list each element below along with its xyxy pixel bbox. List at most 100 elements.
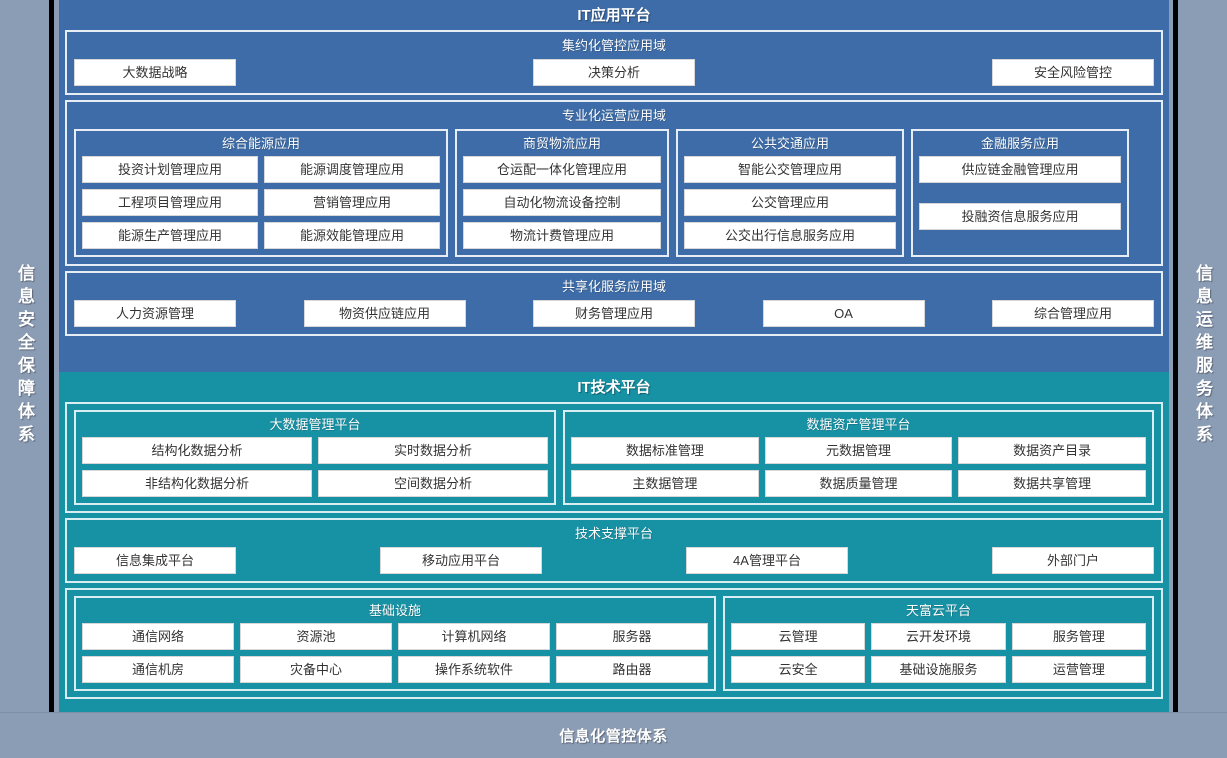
tech-item[interactable]: 操作系统软件	[398, 656, 550, 683]
tech-item[interactable]: 服务管理	[1011, 623, 1146, 650]
governance-bottom-bar-label: 信息化管控体系	[559, 728, 668, 745]
domain-shared-services: 共享化服务应用域 人力资源管理 物资供应链应用 财务管理应用 OA 综合管理应用	[65, 271, 1163, 336]
group-infrastructure: 基础设施 通信网络 资源池 计算机网络 服务器 通信机房 灾备中心	[74, 596, 716, 691]
app-item[interactable]: 营销管理应用	[264, 189, 440, 216]
app-item[interactable]: 综合管理应用	[992, 300, 1154, 327]
tech-item[interactable]: 通信网络	[82, 623, 234, 650]
app-item[interactable]: 能源效能管理应用	[264, 222, 440, 249]
it-application-platform: IT应用平台 集约化管控应用域 大数据战略 决策分析 安全风险管控 专业化运营应…	[59, 0, 1169, 372]
app-item[interactable]: 供应链金融管理应用	[919, 156, 1121, 183]
group-public-transport-title: 公共交通应用	[750, 136, 829, 151]
group-trade-logistics: 商贸物流应用 仓运配一体化管理应用 自动化物流设备控制 物流计费管理应用	[455, 129, 669, 257]
group-financial-services-grid: 供应链金融管理应用 投融资信息服务应用	[919, 156, 1121, 249]
group-infrastructure-grid: 通信网络 资源池 计算机网络 服务器 通信机房 灾备中心 操作系统软件 路由器	[82, 623, 708, 683]
app-item[interactable]: 投资计划管理应用	[82, 156, 258, 183]
group-trade-logistics-grid: 仓运配一体化管理应用 自动化物流设备控制 物流计费管理应用	[463, 156, 661, 249]
group-data-asset-platform-title: 数据资产管理平台	[806, 417, 911, 432]
tech-data-groups: 大数据管理平台 结构化数据分析 实时数据分析 非结构化数据分析 空间数据分析	[74, 410, 1154, 505]
app-item[interactable]: 公交管理应用	[684, 189, 896, 216]
app-item[interactable]: 仓运配一体化管理应用	[463, 156, 661, 183]
tech-item[interactable]: 信息集成平台	[74, 547, 236, 574]
group-tianfu-cloud-platform-title: 天富云平台	[905, 603, 971, 618]
tech-item[interactable]: 计算机网络	[398, 623, 550, 650]
tech-item[interactable]: 移动应用平台	[380, 547, 542, 574]
group-financial-services-title: 金融服务应用	[980, 136, 1059, 151]
tech-item[interactable]: 空间数据分析	[318, 470, 548, 497]
group-trade-logistics-title: 商贸物流应用	[522, 136, 601, 151]
group-data-asset-platform-grid: 数据标准管理 元数据管理 数据资产目录 主数据管理 数据质量管理 数据共享管理	[571, 437, 1147, 497]
group-tech-support-platform: 技术支撑平台 信息集成平台 移动应用平台 4A管理平台 外部门户	[65, 518, 1163, 583]
tech-item[interactable]: 云开发环境	[871, 623, 1006, 650]
domain-professional-operations: 专业化运营应用域 综合能源应用 投资计划管理应用 能源调度管理应用 工程项目管理…	[65, 100, 1163, 266]
tech-item[interactable]: 结构化数据分析	[82, 437, 312, 464]
tech-item[interactable]: 数据资产目录	[958, 437, 1147, 464]
domain-shared-services-items: 人力资源管理 物资供应链应用 财务管理应用 OA 综合管理应用	[74, 300, 1154, 327]
tech-item[interactable]: 数据共享管理	[958, 470, 1147, 497]
tech-item[interactable]: 云管理	[731, 623, 866, 650]
left-side-band-label: 信息安全保障体系	[15, 264, 34, 448]
it-technology-platform-title: IT技术平台	[577, 379, 651, 396]
tech-item[interactable]: 灾备中心	[240, 656, 392, 683]
main-stack: IT应用平台 集约化管控应用域 大数据战略 决策分析 安全风险管控 专业化运营应…	[59, 0, 1169, 712]
app-item[interactable]: 能源调度管理应用	[264, 156, 440, 183]
tech-item[interactable]: 非结构化数据分析	[82, 470, 312, 497]
app-item[interactable]: 智能公交管理应用	[684, 156, 896, 183]
tech-item[interactable]: 外部门户	[992, 547, 1154, 574]
group-bigdata-platform-grid: 结构化数据分析 实时数据分析 非结构化数据分析 空间数据分析	[82, 437, 548, 497]
tech-item[interactable]: 通信机房	[82, 656, 234, 683]
tech-infrastructure-domain: 基础设施 通信网络 资源池 计算机网络 服务器 通信机房 灾备中心	[65, 588, 1163, 699]
group-data-asset-platform: 数据资产管理平台 数据标准管理 元数据管理 数据资产目录 主数据管理 数据质量管…	[563, 410, 1154, 505]
group-tianfu-cloud-platform-grid: 云管理 云开发环境 服务管理 云安全 基础设施服务 运营管理	[731, 623, 1146, 683]
tech-item[interactable]: 服务器	[556, 623, 708, 650]
app-item[interactable]: 能源生产管理应用	[82, 222, 258, 249]
app-item[interactable]: 人力资源管理	[74, 300, 236, 327]
domain-shared-services-title: 共享化服务应用域	[561, 279, 666, 294]
app-item[interactable]: 公交出行信息服务应用	[684, 222, 896, 249]
group-infrastructure-title: 基础设施	[368, 603, 421, 618]
group-integrated-energy-title: 综合能源应用	[221, 136, 300, 151]
right-side-band: 信息运维服务体系	[1173, 0, 1227, 712]
app-item[interactable]: 物流计费管理应用	[463, 222, 661, 249]
domain-professional-operations-groups: 综合能源应用 投资计划管理应用 能源调度管理应用 工程项目管理应用 营销管理应用	[74, 129, 1154, 257]
left-side-band: 信息安全保障体系	[0, 0, 54, 712]
group-financial-services: 金融服务应用 供应链金融管理应用 投融资信息服务应用	[911, 129, 1129, 257]
tech-item[interactable]: 数据标准管理	[571, 437, 759, 464]
app-item[interactable]: 工程项目管理应用	[82, 189, 258, 216]
tech-data-domain: 大数据管理平台 结构化数据分析 实时数据分析 非结构化数据分析 空间数据分析	[65, 402, 1163, 513]
group-tech-support-platform-items: 信息集成平台 移动应用平台 4A管理平台 外部门户	[74, 547, 1154, 574]
app-item-placeholder	[919, 189, 1121, 197]
app-item[interactable]: 投融资信息服务应用	[919, 203, 1121, 230]
tech-item[interactable]: 基础设施服务	[871, 656, 1006, 683]
tech-item[interactable]: 实时数据分析	[318, 437, 548, 464]
tech-item[interactable]: 运营管理	[1011, 656, 1146, 683]
app-item[interactable]: OA	[762, 300, 925, 327]
domain-intensive-control: 集约化管控应用域 大数据战略 决策分析 安全风险管控	[65, 30, 1163, 95]
tech-item[interactable]: 云安全	[731, 656, 866, 683]
domain-intensive-control-title: 集约化管控应用域	[561, 38, 666, 53]
tech-item[interactable]: 资源池	[240, 623, 392, 650]
tech-item[interactable]: 4A管理平台	[686, 547, 848, 574]
group-tianfu-cloud-platform: 天富云平台 云管理 云开发环境 服务管理 云安全 基础设施服务 运营管理	[723, 596, 1154, 691]
tech-item[interactable]: 元数据管理	[764, 437, 953, 464]
group-integrated-energy-grid: 投资计划管理应用 能源调度管理应用 工程项目管理应用 营销管理应用 能源生产管理…	[82, 156, 440, 249]
it-technology-platform: IT技术平台 大数据管理平台 结构化数据分析 实时数据分析 非结构化数据分析	[59, 372, 1169, 712]
tech-item[interactable]: 数据质量管理	[764, 470, 953, 497]
app-item[interactable]: 安全风险管控	[992, 59, 1154, 86]
app-item[interactable]: 财务管理应用	[533, 300, 695, 327]
tech-item[interactable]: 路由器	[556, 656, 708, 683]
app-item[interactable]: 决策分析	[533, 59, 695, 86]
group-public-transport: 公共交通应用 智能公交管理应用 公交管理应用 公交出行信息服务应用	[676, 129, 904, 257]
governance-bottom-bar: 信息化管控体系	[0, 712, 1227, 758]
domain-intensive-control-items: 大数据战略 决策分析 安全风险管控	[74, 59, 1154, 86]
group-integrated-energy: 综合能源应用 投资计划管理应用 能源调度管理应用 工程项目管理应用 营销管理应用	[74, 129, 448, 257]
app-item[interactable]: 大数据战略	[74, 59, 236, 86]
app-item[interactable]: 物资供应链应用	[303, 300, 466, 327]
tech-item[interactable]: 主数据管理	[571, 470, 759, 497]
right-side-band-label: 信息运维服务体系	[1193, 264, 1212, 448]
group-public-transport-grid: 智能公交管理应用 公交管理应用 公交出行信息服务应用	[684, 156, 896, 249]
group-bigdata-platform-title: 大数据管理平台	[269, 417, 361, 432]
domain-professional-operations-title: 专业化运营应用域	[561, 108, 666, 123]
app-item[interactable]: 自动化物流设备控制	[463, 189, 661, 216]
tech-infrastructure-groups: 基础设施 通信网络 资源池 计算机网络 服务器 通信机房 灾备中心	[74, 596, 1154, 691]
